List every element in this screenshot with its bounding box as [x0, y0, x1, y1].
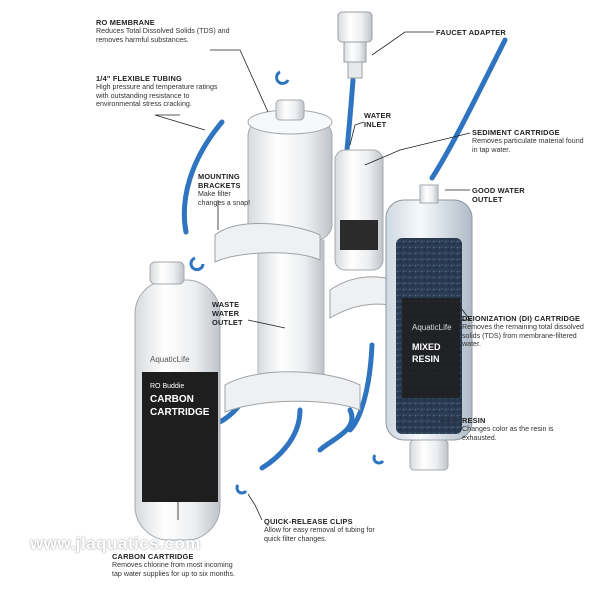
label-good-water: GOOD WATER OUTLET — [472, 186, 542, 204]
label-di-desc: Removes the remaining total dissolved so… — [462, 323, 584, 349]
label-sediment-title: SEDIMENT CARTRIDGE — [472, 128, 560, 137]
carbon-cartridge — [134, 261, 221, 541]
di-print-line1: MIXED — [412, 342, 441, 352]
label-resin-desc: Changes color as the resin is exhausted. — [462, 425, 554, 442]
label-clips: QUICK-RELEASE CLIPS Allow for easy remov… — [264, 517, 384, 543]
label-di: DEIONIZATION (DI) CARTRIDGE Removes the … — [462, 314, 587, 349]
label-resin-title: RESIN — [462, 416, 486, 425]
carbon-brand-print: AquaticLife — [150, 355, 190, 364]
label-waste: WASTE WATER OUTLET — [212, 300, 258, 327]
quick-release-clips — [189, 70, 385, 495]
di-brand-print: AquaticLife — [412, 323, 452, 332]
label-carbon-title: CARBON CARTRIDGE — [112, 552, 194, 561]
label-ro-membrane-title: RO MEMBRANE — [96, 18, 155, 27]
ro-membrane-housing — [247, 99, 333, 401]
carbon-print-line2: CARBON — [150, 394, 194, 405]
label-tubing: 1/4" FLEXIBLE TUBING High pressure and t… — [96, 74, 221, 109]
label-resin: RESIN Changes color as the resin is exha… — [462, 416, 577, 442]
label-tubing-desc: High pressure and temperature ratings wi… — [96, 83, 218, 109]
label-ro-membrane-desc: Reduces Total Dissolved Solids (TDS) and… — [96, 27, 230, 44]
label-di-title: DEIONIZATION (DI) CARTRIDGE — [462, 314, 581, 323]
label-sediment-desc: Removes particulate material found in ta… — [472, 137, 584, 154]
callout-lines — [154, 31, 471, 521]
label-faucet-adapter: FAUCET ADAPTER — [436, 28, 546, 37]
label-sediment: SEDIMENT CARTRIDGE Removes particulate m… — [472, 128, 590, 154]
watermark: www.jlaquatics.com — [30, 534, 201, 553]
faucet-adapter — [337, 11, 373, 79]
di-cartridge — [385, 184, 473, 471]
label-clips-desc: Allow for easy removal of tubing for qui… — [264, 526, 375, 543]
label-ro-membrane: RO MEMBRANE Reduces Total Dissolved Soli… — [96, 18, 236, 44]
carbon-print-line3: CARTRIDGE — [150, 407, 210, 418]
label-water-inlet-title: WATER INLET — [364, 111, 392, 129]
label-waste-title: WASTE WATER OUTLET — [212, 300, 243, 327]
product-print: AquaticLife RO Buddie CARBON CARTRIDGE A… — [150, 323, 452, 418]
label-tubing-title: 1/4" FLEXIBLE TUBING — [96, 74, 182, 83]
label-carbon: CARBON CARTRIDGE Removes chlorine from m… — [112, 552, 242, 578]
label-good-water-title: GOOD WATER OUTLET — [472, 186, 525, 204]
label-mounting: MOUNTING BRACKETS Make filter changes a … — [198, 172, 254, 207]
sediment-cartridge — [334, 149, 384, 271]
label-mounting-desc: Make filter changes a snap! — [198, 190, 251, 207]
label-carbon-desc: Removes chlorine from most incoming tap … — [112, 561, 236, 578]
label-mounting-title: MOUNTING BRACKETS — [198, 172, 241, 190]
label-water-inlet: WATER INLET — [364, 111, 404, 129]
label-clips-title: QUICK-RELEASE CLIPS — [264, 517, 353, 526]
di-print-line2: RESIN — [412, 354, 440, 364]
carbon-print-line1: RO Buddie — [150, 383, 184, 390]
label-faucet-adapter-title: FAUCET ADAPTER — [436, 28, 506, 37]
